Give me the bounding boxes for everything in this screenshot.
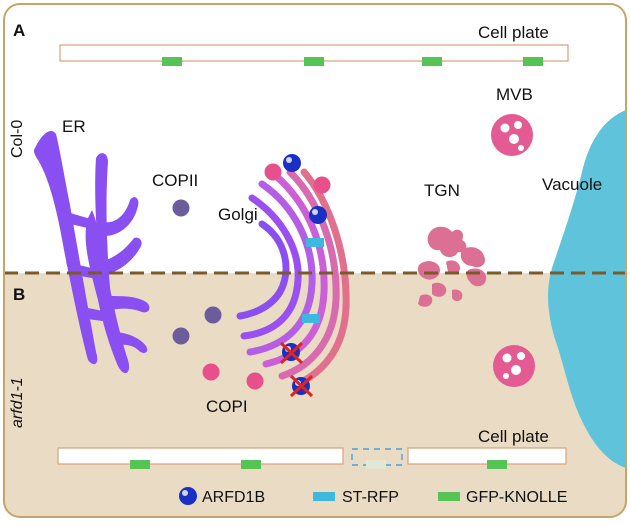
golgi-label: Golgi — [218, 205, 258, 224]
er-network — [34, 130, 150, 374]
tgn-cluster — [417, 226, 487, 307]
arfd1b-crossed-icon — [289, 374, 314, 398]
gfp-knolle-mark — [162, 57, 182, 66]
gfp-knolle-mark — [241, 460, 261, 469]
panel-b-letter: B — [13, 285, 25, 304]
st-rfp-mark — [302, 314, 320, 323]
legend-gfp-knolle-swatch — [438, 492, 460, 501]
mvb-body — [491, 114, 533, 156]
genotype-arfd1-label: arfd1-1 — [9, 377, 26, 428]
copi-vesicle — [202, 363, 220, 381]
legend-gfp-knolle-label: GFP-KNOLLE — [466, 489, 567, 506]
faint-knolle-mark — [366, 460, 386, 469]
arfd1b-crossed-icon — [279, 341, 304, 365]
copii-vesicle — [172, 199, 190, 217]
panel-a-letter: A — [13, 21, 25, 40]
gfp-knolle-mark — [487, 460, 507, 469]
gfp-knolle-mark — [130, 460, 150, 469]
legend-st-rfp-label: ST-RFP — [342, 489, 399, 506]
copii-vesicle — [172, 327, 190, 345]
er-label: ER — [62, 117, 86, 136]
legend-st-rfp-swatch — [313, 492, 335, 501]
gfp-knolle-mark — [422, 57, 442, 66]
gfp-knolle-mark — [304, 57, 324, 66]
copi-label: COPI — [206, 397, 248, 416]
st-rfp-mark — [306, 238, 324, 247]
gfp-knolle-mark — [523, 57, 543, 66]
copi-vesicle — [246, 372, 264, 390]
cell-plate-bottom-label: Cell plate — [478, 427, 549, 446]
vacuole-label: Vacuole — [542, 175, 602, 194]
legend-arfd1b-icon — [179, 487, 197, 505]
arfd1b-icon — [309, 206, 327, 224]
copi-vesicle — [313, 176, 331, 194]
copi-vesicle — [264, 163, 282, 181]
copii-vesicle — [204, 306, 222, 324]
copii-label: COPII — [152, 171, 198, 190]
genotype-col0-label: Col-0 — [9, 120, 26, 158]
figure-frame — [3, 3, 627, 518]
vacuole-shape — [548, 110, 626, 468]
mvb-body — [493, 345, 535, 387]
mvb-label: MVB — [496, 85, 533, 104]
arfd1b-icon — [283, 154, 301, 172]
tgn-label: TGN — [424, 181, 460, 200]
cell-plate-bottom-left — [57, 447, 344, 465]
legend-arfd1b-label: ARFD1B — [202, 489, 265, 506]
cell-plate-top-label: Cell plate — [478, 23, 549, 42]
